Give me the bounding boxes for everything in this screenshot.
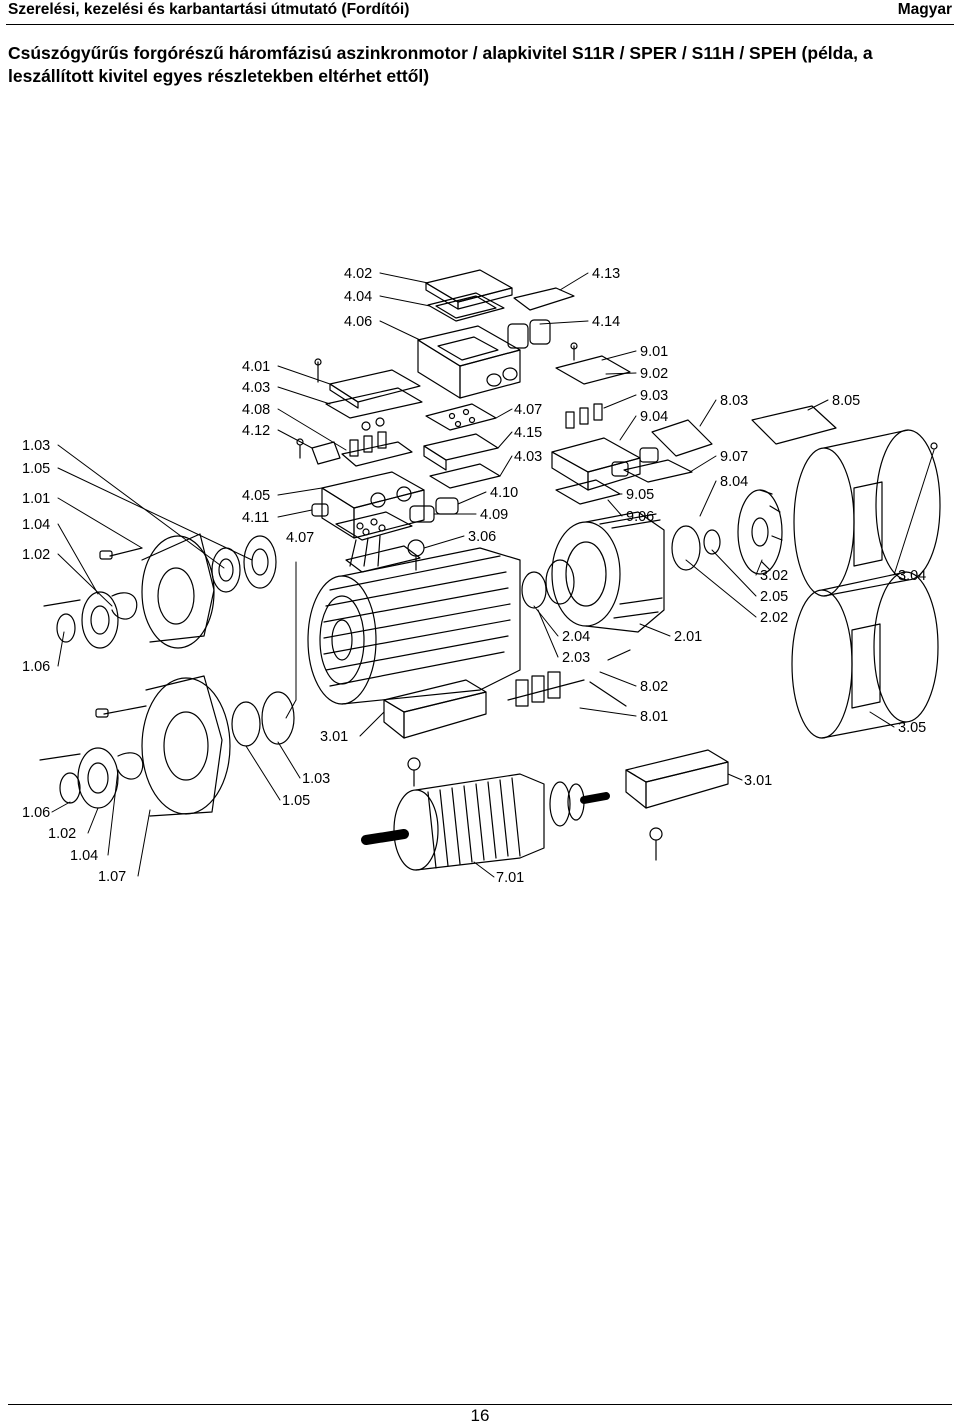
protective-cover xyxy=(651,405,837,457)
part-label: 1.04 xyxy=(70,848,99,864)
part-label: 8.02 xyxy=(640,679,669,695)
part-label: 2.04 xyxy=(562,629,591,645)
part-label: 4.10 xyxy=(490,485,519,501)
part-label: 1.05 xyxy=(22,461,51,477)
part-label: 9.04 xyxy=(640,409,669,425)
rotor xyxy=(361,773,610,871)
part-label: 4.07 xyxy=(514,402,543,418)
terminal-plate-middle xyxy=(423,403,501,489)
part-label: 3.01 xyxy=(320,729,349,745)
part-label: 9.06 xyxy=(626,509,655,525)
page-number: 16 xyxy=(470,1406,490,1425)
part-label: 9.02 xyxy=(640,366,669,382)
header-manual-title: Szerelési, kezelési és karbantartási útm… xyxy=(8,1,410,18)
part-label: 1.02 xyxy=(22,547,51,563)
stator-housing xyxy=(307,535,521,705)
slip-ring-terminal-box xyxy=(551,342,693,505)
slip-ring-housing xyxy=(521,511,665,633)
part-label: 7.01 xyxy=(496,870,525,886)
part-label: 4.03 xyxy=(242,380,271,396)
part-label: 4.04 xyxy=(344,289,373,305)
flange-bearing-shield xyxy=(95,675,231,817)
figure-title: Csúszógyűrűs forgórészű háromfázisú aszi… xyxy=(8,43,873,86)
part-label: 1.07 xyxy=(98,869,127,885)
part-label: 4.12 xyxy=(242,423,271,439)
fan xyxy=(671,489,783,575)
part-label: 4.15 xyxy=(514,425,543,441)
part-label: 1.05 xyxy=(282,793,311,809)
part-label: 4.11 xyxy=(242,510,270,526)
page-footer: 16 xyxy=(8,1404,952,1425)
part-label: 3.01 xyxy=(744,773,773,789)
bearing-parts-upper xyxy=(43,535,277,649)
part-label: 8.04 xyxy=(720,474,749,490)
part-label: 1.06 xyxy=(22,659,51,675)
part-label: 1.06 xyxy=(22,805,51,821)
part-label: 4.08 xyxy=(242,402,271,418)
terminal-board xyxy=(311,417,413,467)
part-label: 3.04 xyxy=(898,568,927,584)
bearing-shield-upper xyxy=(99,533,215,649)
terminal-box-base xyxy=(321,471,425,539)
part-label: 3.05 xyxy=(898,720,927,736)
part-label: 1.01 xyxy=(22,491,51,507)
part-label: 4.03 xyxy=(514,449,543,465)
base-gasket-left xyxy=(335,511,413,541)
part-label: 8.01 xyxy=(640,709,669,725)
part-label: 2.03 xyxy=(562,650,591,666)
part-label: 9.03 xyxy=(640,388,669,404)
part-label: 2.01 xyxy=(674,629,703,645)
leader-lines xyxy=(51,272,935,878)
part-label: 1.02 xyxy=(48,826,77,842)
part-label: 9.01 xyxy=(640,344,669,360)
part-label: 9.07 xyxy=(720,449,749,465)
brush-holders xyxy=(507,649,631,707)
part-label: 3.02 xyxy=(760,568,789,584)
header-language: Magyar xyxy=(897,1,952,18)
terminal-box-housing xyxy=(417,325,521,399)
fan-cowl-lower xyxy=(791,571,939,739)
part-label: 2.05 xyxy=(760,589,789,605)
terminal-cover xyxy=(425,269,513,310)
part-label: 9.05 xyxy=(626,487,655,503)
motor-feet xyxy=(383,679,729,861)
cover-gasket xyxy=(427,292,505,322)
part-label: 4.01 xyxy=(242,359,271,375)
part-label: 4.06 xyxy=(344,314,373,330)
cable-glands-right xyxy=(611,447,659,477)
part-label: 2.02 xyxy=(760,610,789,626)
bearing-parts-lower xyxy=(39,691,295,809)
part-label: 4.14 xyxy=(592,314,621,330)
part-label: 1.03 xyxy=(22,438,51,454)
part-label: 4.13 xyxy=(592,266,621,282)
part-label: 8.05 xyxy=(832,393,861,409)
part-label: 4.05 xyxy=(242,488,271,504)
part-label: 8.03 xyxy=(720,393,749,409)
fan-cowl-upper xyxy=(793,429,941,597)
part-label: 1.03 xyxy=(302,771,331,787)
cable-sleeves xyxy=(507,287,575,349)
part-label: 4.02 xyxy=(344,266,373,282)
terminal-plate-left xyxy=(296,358,423,459)
part-label: 1.04 xyxy=(22,517,51,533)
part-label: 4.09 xyxy=(480,507,509,523)
page-header: Szerelési, kezelési és karbantartási útm… xyxy=(6,0,954,25)
part-label: 3.06 xyxy=(468,529,497,545)
part-label: 4.07 xyxy=(286,530,315,546)
